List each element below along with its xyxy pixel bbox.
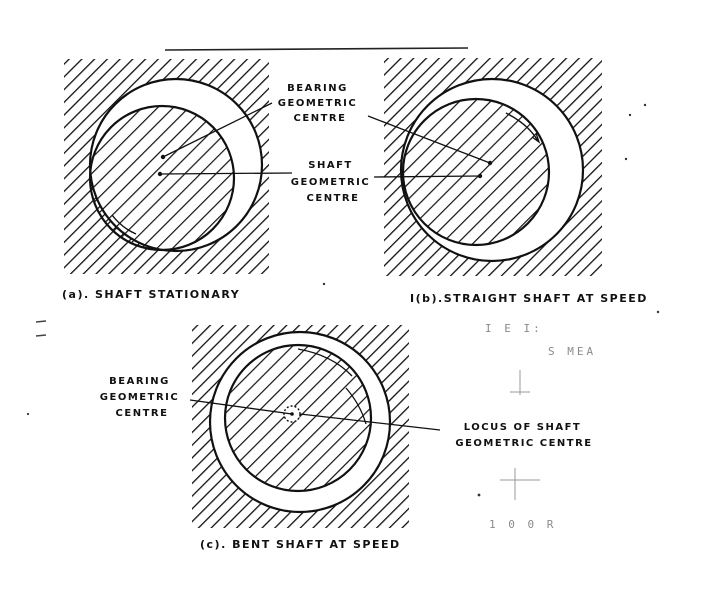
margin-marks [35, 320, 47, 337]
rotation-arrow-a [111, 214, 137, 235]
label-shaft-centre-top: SHAFT GEOMETRIC CENTRE [291, 160, 375, 204]
rotation-arrow-head-b [531, 132, 541, 144]
scan-marks [500, 370, 540, 500]
leader-lines [159, 102, 491, 431]
caption-c: (c). BENT SHAFT AT SPEED [200, 538, 401, 551]
label-bearing-centre-bottom: BEARING GEOMETRIC CENTRE [100, 376, 184, 419]
caption-a: (a). SHAFT STATIONARY [62, 288, 240, 301]
label-locus: LOCUS OF SHAFT GEOMETRIC CENTRE [455, 422, 592, 449]
rotation-arrow-c2 [345, 387, 367, 425]
faint-text-2: S MEA [548, 345, 596, 358]
caption-b: I(b).STRAIGHT SHAFT AT SPEED [410, 292, 648, 305]
shaft-a [88, 104, 236, 252]
shaft-b [401, 97, 551, 247]
speckles [26, 103, 660, 497]
rotation-arrow-b [505, 112, 539, 142]
panel-b [384, 58, 602, 276]
top-rule [164, 47, 469, 51]
faint-text-3: 1 0 0 R [489, 518, 556, 531]
panel-a [64, 59, 269, 274]
faint-text-1: I E I: [485, 322, 543, 335]
rotation-arrow-c [297, 348, 353, 377]
panel-c [192, 325, 409, 528]
label-bearing-centre-top: BEARING GEOMETRIC CENTRE [278, 83, 362, 124]
